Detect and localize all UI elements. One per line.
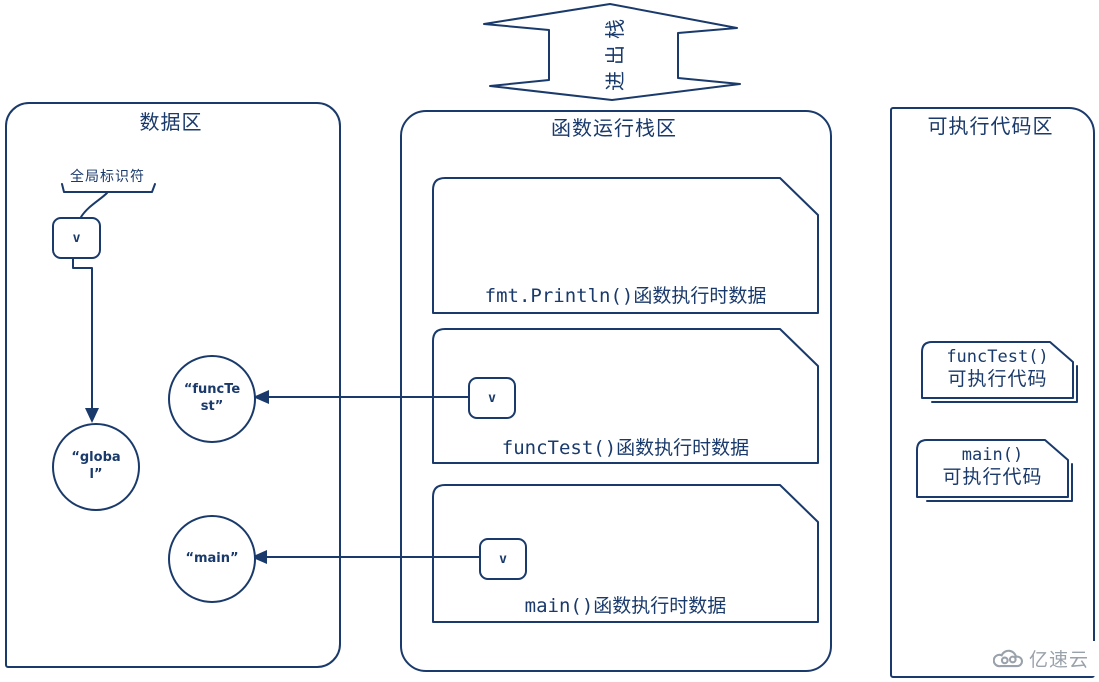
global-identifier-bracket [61,183,156,193]
main-code-block-shadow [926,463,1073,502]
main-code-block-label: main() 可执行代码 [917,445,1068,490]
stack-area-box [400,110,832,672]
functest-pointer-arrowhead [253,390,269,404]
main-code-block [916,439,1069,498]
stack-frame-main [432,484,819,623]
global-circle-label: “global” [71,450,121,482]
functest-circle-label: “funcTest” [183,382,241,414]
var-to-global-arrowhead [85,408,99,423]
push-pop-arrow-label: 进出栈 [602,13,627,91]
bracket-connector-line [80,192,108,218]
stack-frame-functest-label: funcTest()函数执行时数据 [501,437,750,459]
main-code-name: main() [961,445,1024,465]
stack-frame-functest [432,328,819,464]
var-to-global-line [72,255,93,411]
watermark-text: 亿速云 [1028,649,1089,671]
main-var-box: v [479,538,527,580]
functest-code-caption: 可执行代码 [947,368,1048,391]
main-var-label: v [499,551,507,567]
main-circle: “main” [168,515,256,603]
main-code-caption: 可执行代码 [942,466,1043,489]
stack-area-title: 函数运行栈区 [551,116,677,140]
functest-circle: “funcTest” [168,355,256,443]
data-area-title: 数据区 [139,110,203,134]
cloud-icon [992,649,1023,667]
global-var-box: v [52,217,101,259]
global-identifier-label: 全局标识符 [70,169,145,185]
stack-frame-fmt [432,177,819,314]
functest-var-box: v [468,377,516,419]
push-pop-double-arrow [483,3,741,101]
stack-frame-fmt-label: fmt.Println()函数执行时数据 [484,285,767,307]
functest-code-name: funcTest() [946,347,1049,367]
functest-code-block [921,341,1074,399]
stack-frame-main-label: main()函数执行时数据 [524,595,727,617]
watermark: 亿速云 [986,641,1095,676]
code-area-title: 可执行代码区 [927,114,1054,138]
global-circle: “global” [52,423,140,511]
functest-code-block-shadow [931,365,1078,403]
data-area-box [5,102,341,668]
main-circle-label: “main” [185,550,239,566]
code-area-box [890,107,1095,678]
functest-var-label: v [488,390,496,406]
main-pointer-arrowhead [251,550,267,564]
global-var-label: v [72,230,81,246]
functest-code-block-label: funcTest() 可执行代码 [922,347,1073,392]
